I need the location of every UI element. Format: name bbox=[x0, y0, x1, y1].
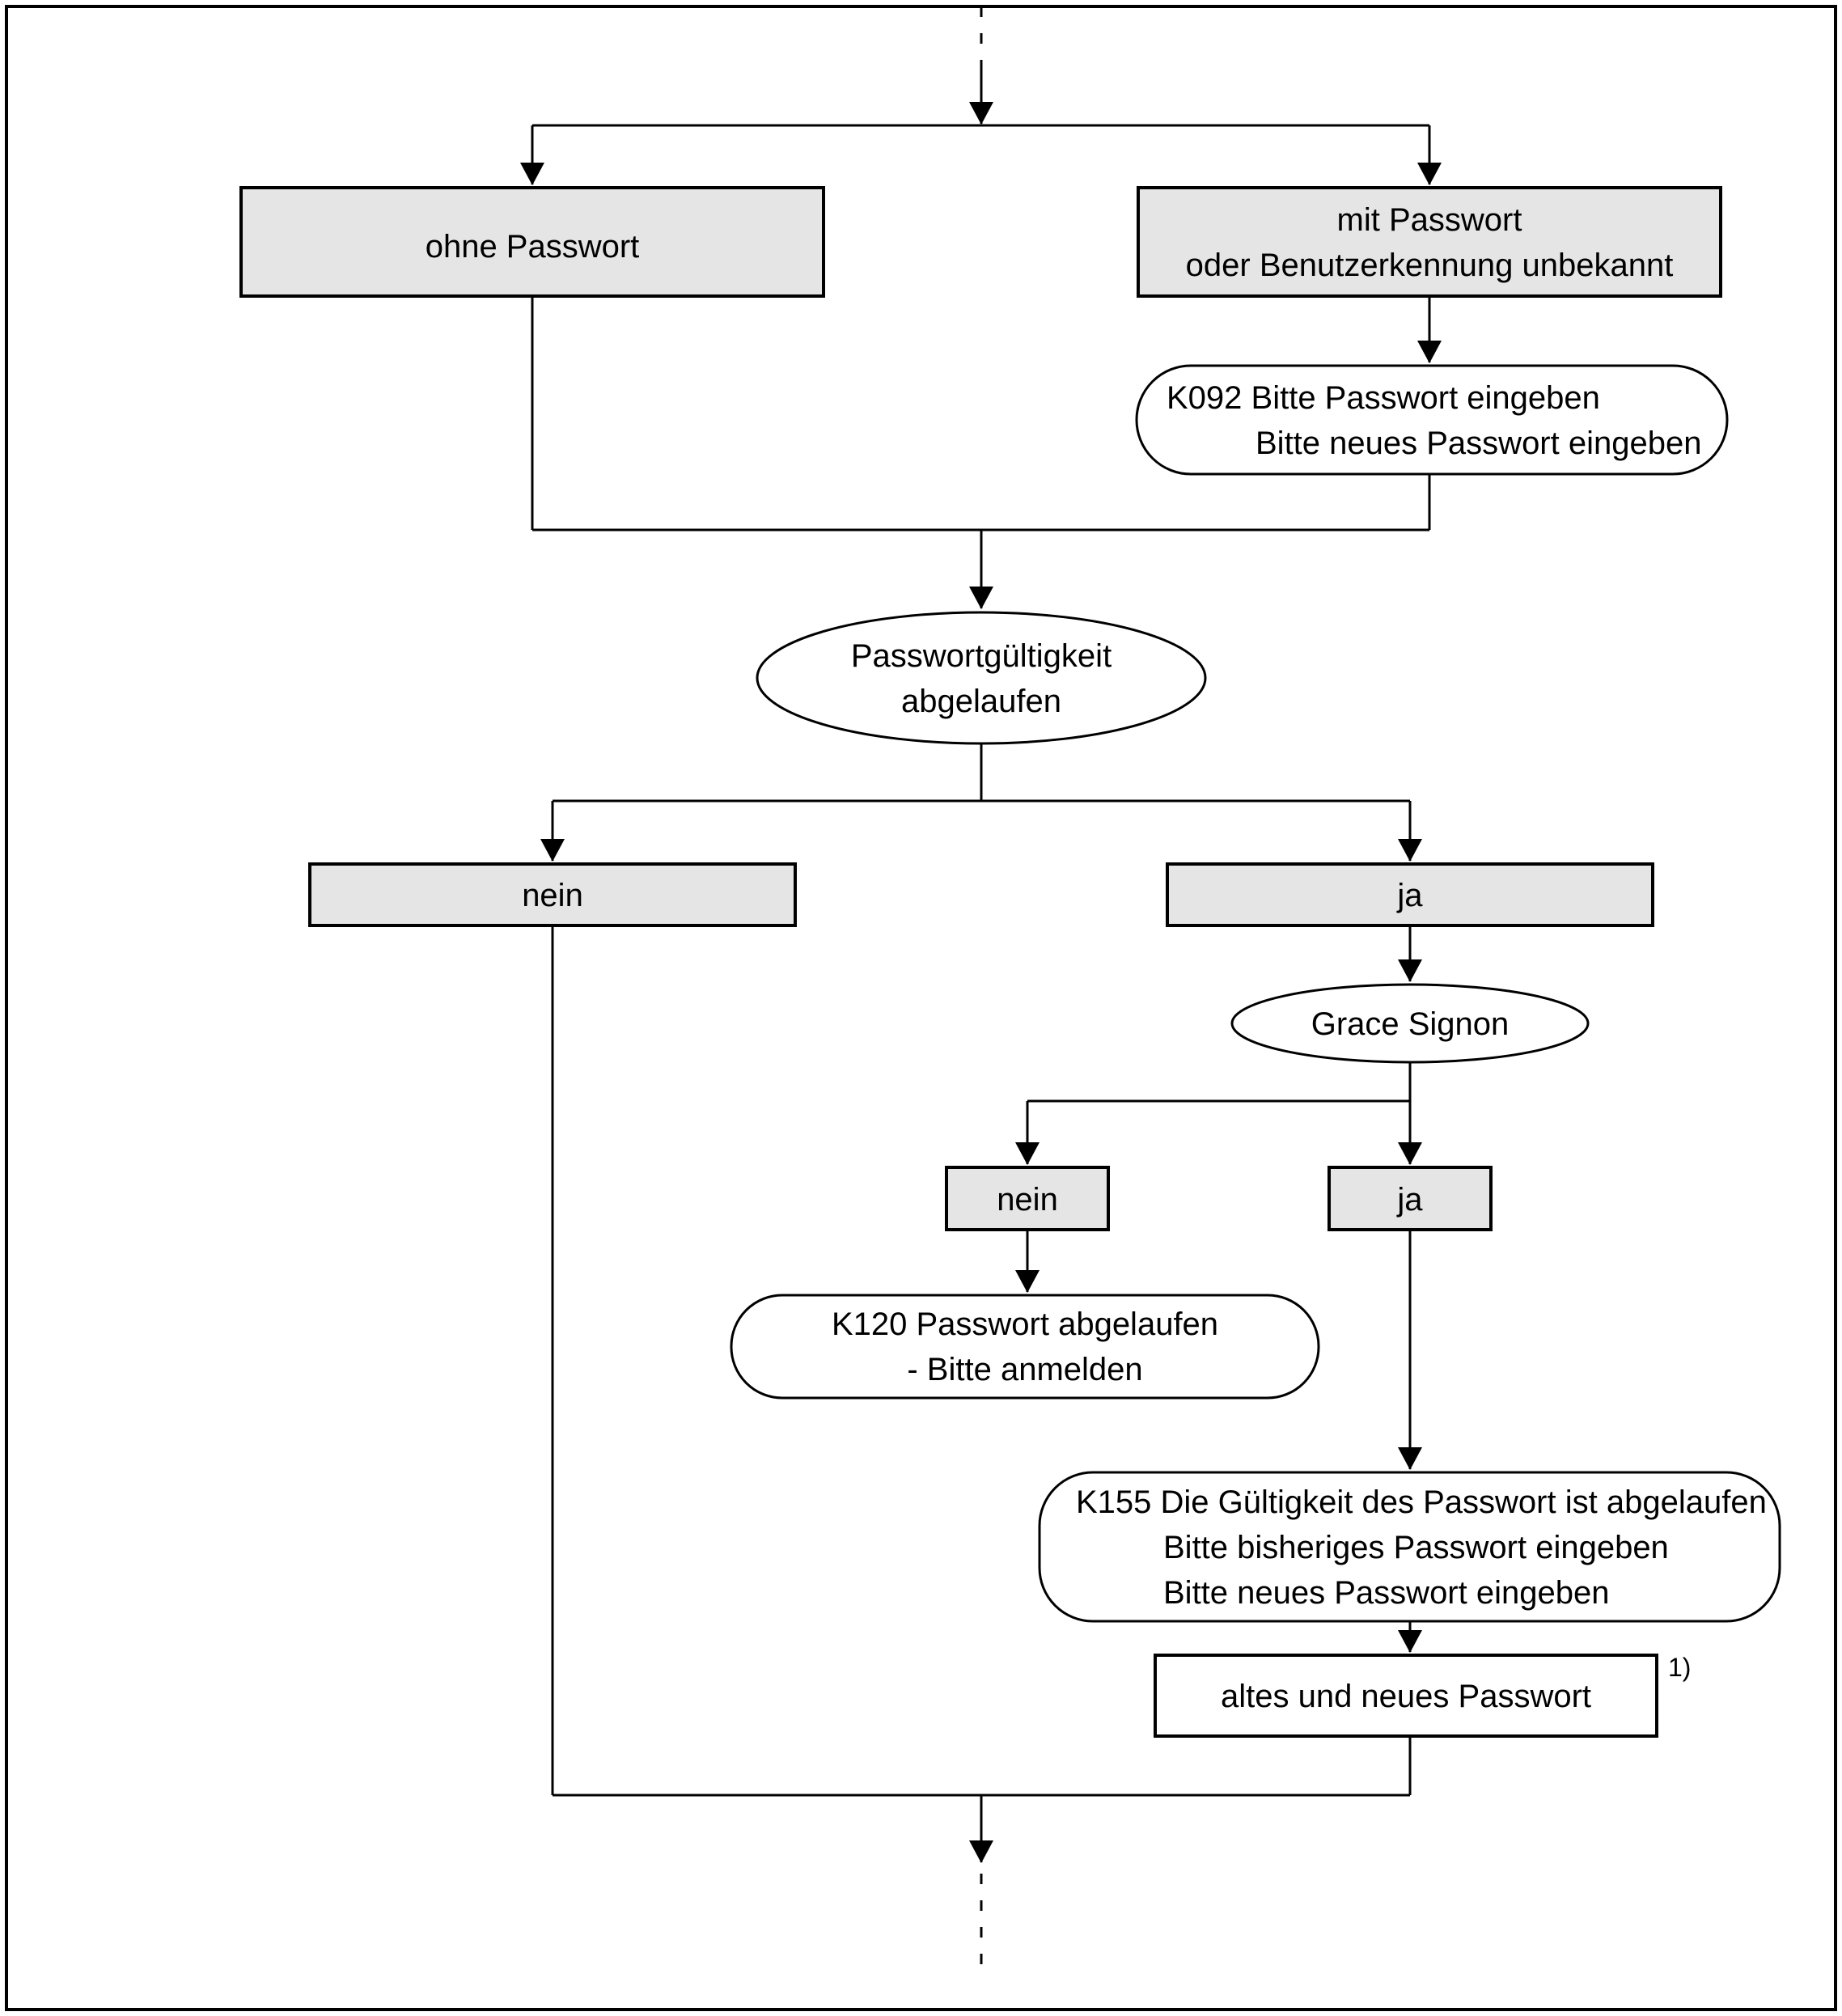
node-grace-nein bbox=[945, 1166, 1110, 1231]
node-altes-neues-passwort-label: altes und neues Passwort bbox=[1221, 1679, 1591, 1714]
node-k155-line3: Bitte neues Passwort eingeben bbox=[1163, 1575, 1609, 1611]
node-gueltigkeit-nein-label: nein bbox=[522, 878, 583, 913]
node-grace-ja-label: ja bbox=[1396, 1182, 1423, 1218]
node-grace-nein-label: nein bbox=[997, 1182, 1058, 1218]
node-ohne-passwort bbox=[239, 186, 825, 298]
node-k120-line2: - Bitte anmelden bbox=[907, 1352, 1142, 1387]
footnote-marker: 1) bbox=[1668, 1653, 1691, 1682]
node-passwortgueltigkeit-line1: Passwortgültigkeit bbox=[851, 638, 1112, 674]
node-k092-line2: Bitte neues Passwort eingeben bbox=[1256, 426, 1701, 461]
node-grace-signon-label: Grace Signon bbox=[1311, 1006, 1510, 1042]
node-k092-line1: K092 Bitte Passwort eingeben bbox=[1167, 380, 1600, 416]
node-k092 bbox=[1135, 364, 1729, 476]
node-mit-passwort-line1: mit Passwort bbox=[1337, 202, 1522, 238]
node-k155-line2: Bitte bisheriges Passwort eingeben bbox=[1163, 1530, 1669, 1565]
node-altes-neues-passwort bbox=[1154, 1654, 1658, 1738]
node-k155-line1: K155 Die Gültigkeit des Passwort ist abg… bbox=[1076, 1484, 1767, 1520]
node-mit-passwort-line2: oder Benutzerkennung unbekannt bbox=[1186, 248, 1674, 283]
node-k120 bbox=[730, 1294, 1320, 1400]
node-k120-line1: K120 Passwort abgelaufen bbox=[832, 1307, 1218, 1342]
node-mit-passwort bbox=[1137, 186, 1722, 298]
node-passwortgueltigkeit-line2: abgelaufen bbox=[901, 684, 1061, 719]
node-ohne-passwort-label: ohne Passwort bbox=[426, 229, 640, 265]
page-border bbox=[5, 5, 1837, 2011]
node-grace-ja bbox=[1328, 1166, 1493, 1231]
node-gueltigkeit-ja-label: ja bbox=[1396, 878, 1423, 913]
node-passwortgueltigkeit bbox=[756, 611, 1207, 745]
